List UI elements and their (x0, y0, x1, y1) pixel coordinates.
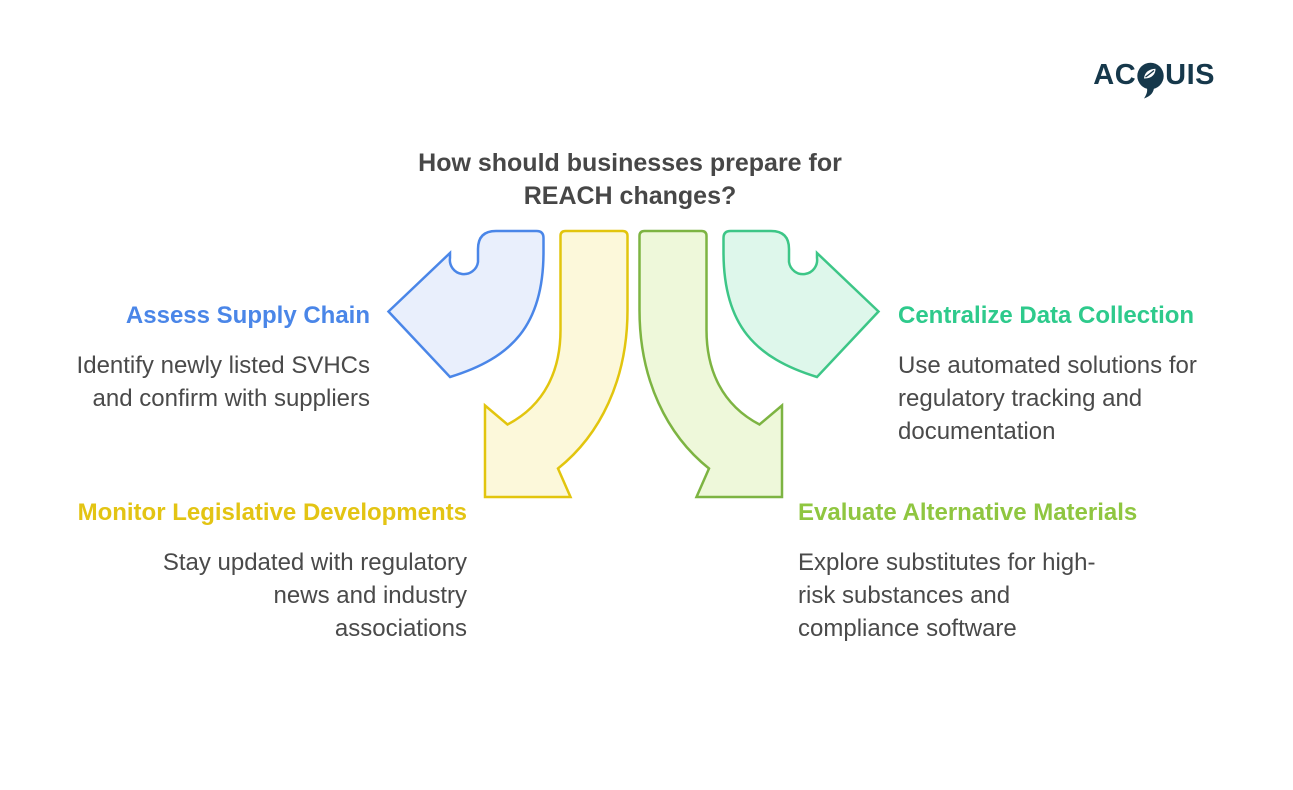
item-centralize-data-collection: Centralize Data Collection Use automated… (898, 300, 1270, 448)
curved-arrow-down-right-icon (638, 229, 784, 499)
logo-text-left: AC (1093, 59, 1137, 91)
item-heading: Assess Supply Chain (125, 302, 370, 329)
curved-arrow-left-icon (386, 229, 545, 379)
leaf-in-circle-q-icon (1137, 62, 1164, 105)
item-evaluate-alternative-materials: Evaluate Alternative Materials Explore s… (798, 497, 1198, 645)
item-body: Explore substitutes for high- risk subst… (798, 549, 1096, 642)
acquis-logo: AC UIS (1093, 60, 1215, 105)
logo-text-right: UIS (1165, 59, 1215, 91)
page-title: How should businesses prepare for REACH … (418, 149, 842, 210)
curved-arrow-down-left-icon (483, 229, 629, 499)
item-body: Use automated solutions for regulatory t… (898, 352, 1197, 445)
item-assess-supply-chain: Assess Supply Chain Identify newly liste… (20, 300, 370, 415)
curved-arrow-right-icon (722, 229, 881, 379)
item-heading: Centralize Data Collection (898, 302, 1195, 329)
arrows-graphic (386, 229, 881, 499)
item-monitor-legislative-developments: Monitor Legislative Developments Stay up… (17, 497, 467, 645)
item-heading: Evaluate Alternative Materials (798, 499, 1138, 526)
item-body: Identify newly listed SVHCs and confirm … (76, 352, 370, 412)
item-body: Stay updated with regulatory news and in… (162, 549, 467, 642)
item-heading: Monitor Legislative Developments (77, 499, 467, 526)
